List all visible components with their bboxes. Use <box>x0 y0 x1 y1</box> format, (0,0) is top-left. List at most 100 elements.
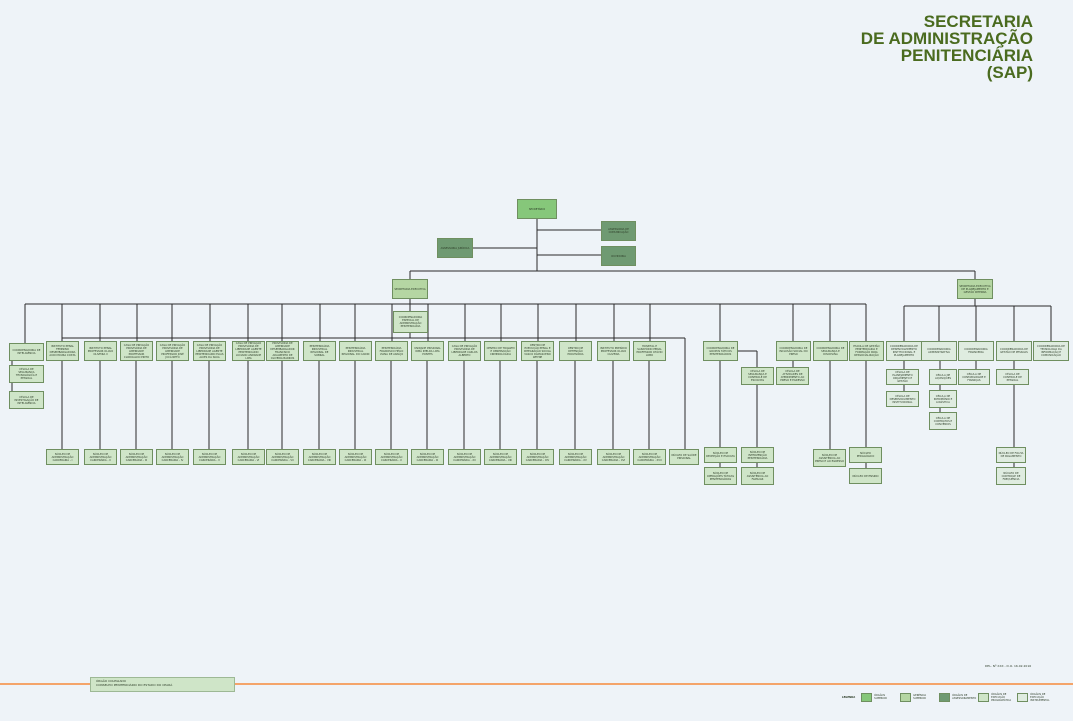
org-unit-n10[interactable]: NÚCLEO DE ADMINISTRAÇÃO CARCERÁRIA - X <box>375 449 408 465</box>
org-unit-cint1[interactable]: CÉLULA DE SEGURANÇA TECNOLÓGICA E PESSOA… <box>9 365 44 383</box>
legend-item: ÓRGÃOS DE EXECUÇÃO PROGRAMÁTICA <box>978 692 1013 702</box>
org-unit-u5[interactable]: CASA DE PRIVAÇÃO PROVISÓRIA DE LIBERDADE… <box>193 341 226 361</box>
legend-item: ÓRGÃOS DE EXECUÇÃO INSTRUMENTAL <box>1017 692 1052 702</box>
legend-swatch <box>978 692 990 702</box>
org-unit-es1[interactable]: NÚCLEO PEDAGÓGICO <box>849 447 882 463</box>
org-unit-u9[interactable]: PENITENCIÁRIA INDUSTRIAL REGIONAL DO CAR… <box>339 341 372 361</box>
org-unit-gt3[interactable]: NÚCLEO DE INTERVENÇÃO PENITENCIÁRIA <box>741 447 774 463</box>
org-unit-cinc[interactable]: COORDENADORIA DE INCLUSÃO SOCIAL DO PRES… <box>776 341 811 361</box>
legend-swatch <box>900 692 912 702</box>
legend-swatch <box>939 692 951 702</box>
org-unit-se1[interactable]: NÚCLEO DE ASSISTÊNCIA AO PRESO E AO EGRE… <box>813 449 846 467</box>
page-title: SECRETARIA DE ADMINISTRAÇÃO PENITENCIÁRI… <box>861 13 1033 81</box>
org-unit-u17[interactable]: HOSPITAL E SANATÓRIO PENAL PROFESSOR OTÁ… <box>633 341 666 361</box>
org-unit-u13[interactable]: CENTRO DE TRIAGEM E OBSERVAÇÃO CRIMINOLÓ… <box>484 341 517 361</box>
legend-label: GERÊNCIA SUPERIOR <box>913 694 927 700</box>
org-unit-sec[interactable]: SECRETÁRIO <box>517 199 557 219</box>
org-unit-n15[interactable]: NÚCLEO DE ADMINISTRAÇÃO CARCERÁRIA - XV <box>559 449 592 465</box>
org-unit-n8[interactable]: NÚCLEO DE ADMINISTRAÇÃO CARCERÁRIA - VII… <box>303 449 336 465</box>
org-unit-n2[interactable]: NÚCLEO DE ADMINISTRAÇÃO CARCERÁRIA - II <box>84 449 117 465</box>
org-unit-u4[interactable]: CASA DE PRIVAÇÃO PROVISÓRIA DE LIBERDADE… <box>156 341 189 361</box>
org-unit-esc[interactable]: ESCOLA DE GESTÃO PENITENCIÁRIA E FORMAÇÃ… <box>849 341 884 361</box>
org-unit-n18[interactable]: NÚCLEO DE SAÚDE PRISIONAL <box>669 449 699 465</box>
title-line-1: SECRETARIA <box>923 12 1033 31</box>
org-unit-sex[interactable]: SECRETARIA EXECUTIVA <box>392 279 428 299</box>
legend-label: ÓRGÃOS DE EXECUÇÃO PROGRAMÁTICA <box>991 692 1012 702</box>
legend-swatch <box>1017 692 1029 702</box>
org-unit-cadm1[interactable]: CÉLULA DE AQUISIÇÕES <box>929 369 957 385</box>
org-unit-u6[interactable]: CASA DE PRIVAÇÃO PROVISÓRIA DE LIBERDADE… <box>232 341 265 361</box>
org-unit-u15[interactable]: CENTRO DE DETENÇÃO PROVISÓRIA <box>559 341 592 361</box>
org-unit-assjur[interactable]: ASSESSORIA JURÍDICA <box>437 238 473 258</box>
org-unit-gt2[interactable]: NÚCLEO DE OPERAÇÕES TÁTICAS PENITENCIÁRI… <box>704 467 737 485</box>
org-unit-cintel[interactable]: COORDENADORIA DE INTELIGÊNCIA <box>9 343 44 361</box>
org-unit-pe1[interactable]: NÚCLEO DE FOLHA DE PAGAMENTO <box>996 447 1026 463</box>
org-unit-n11[interactable]: NÚCLEO DE ADMINISTRAÇÃO CARCERÁRIA - XI <box>411 449 444 465</box>
org-unit-cplan[interactable]: COORDENADORIA DE DESENVOLVIMENTO INSTITU… <box>886 341 922 361</box>
org-unit-gt1[interactable]: NÚCLEO DE RECEPÇÃO E ESCOLTA <box>704 447 737 463</box>
org-unit-cfin[interactable]: COORDENADORIA FINANCEIRA <box>958 341 994 361</box>
org-unit-cfin1[interactable]: CÉLULA DE CONTABILIDADE E FINANÇAS <box>958 369 990 385</box>
org-unit-cadm3[interactable]: CÉLULA DE CONTRATOS E CONVÊNIOS <box>929 412 957 430</box>
org-unit-n13[interactable]: NÚCLEO DE ADMINISTRAÇÃO CARCERÁRIA - XII… <box>484 449 517 465</box>
legal-reference: DEL. Nº XXX - D.O. 16.02.2016 <box>985 664 1032 668</box>
org-unit-cpes1[interactable]: CÉLULA DE CONTROLE DE PESSOAL <box>996 369 1029 385</box>
org-unit-cpes[interactable]: COORDENADORIA DE GESTÃO DE PESSOAS <box>996 341 1032 361</box>
org-unit-cinc1[interactable]: CÉLULA DE ATIVIDADES DE ATENDIMENTO AO P… <box>776 367 809 385</box>
legend: LEGENDA ÓRGÃOS SUPERIOR GERÊNCIA SUPERIO… <box>842 691 1056 703</box>
legend-item: ÓRGÃOS DE ASSESSORAMENTO <box>939 692 977 702</box>
org-unit-n4[interactable]: NÚCLEO DE ADMINISTRAÇÃO CARCERÁRIA - IV <box>156 449 189 465</box>
org-unit-es2[interactable]: NÚCLEO DE ENSINO <box>849 468 882 484</box>
org-unit-ouv[interactable]: OUVIDORIA <box>601 246 636 266</box>
org-unit-cplan1[interactable]: CÉLULA DE PLANEJAMENTO ORÇAMENTO E GESTÃ… <box>886 369 919 385</box>
org-unit-u11[interactable]: UNIDADE PRISIONAL IRMÃ IMELDA LIMA PONTE… <box>411 341 444 361</box>
org-unit-u7[interactable]: CASA DE PRIVAÇÃO PROVISÓRIA DE LIBERDADE… <box>266 341 299 361</box>
org-unit-cgrupo[interactable]: COORDENADORIA DE GRUPOS TÁTICOS PENITENC… <box>703 341 738 361</box>
org-unit-gt4[interactable]: NÚCLEO DE ASSISTÊNCIA AO FAMILIAR <box>741 467 774 485</box>
legend-label: ÓRGÃOS SUPERIOR <box>874 694 887 700</box>
legend-label: ÓRGÃOS DE ASSESSORAMENTO <box>952 694 977 700</box>
legend-label: ÓRGÃOS DE EXECUÇÃO INSTRUMENTAL <box>1030 692 1050 702</box>
org-unit-cgr1[interactable]: CÉLULA DE SEGURANÇA E CONTROLE DE ESCOLT… <box>741 367 774 385</box>
org-unit-cplan2[interactable]: CÉLULA DE DESENVOLVIMENTO INSTITUCIONAL <box>886 391 919 407</box>
org-unit-u2[interactable]: INSTITUTO PENAL PROFESSOR OLAVO OLIVEIRA… <box>84 341 117 361</box>
org-unit-u1[interactable]: INSTITUTO PENAL FEMININO DESEMBARGADORA … <box>46 341 79 361</box>
title-line-3: PENITENCIÁRIA <box>900 46 1033 65</box>
colegiado-name: CONSELHO PENITENCIÁRIO DO ESTADO DO CEAR… <box>96 683 173 687</box>
org-unit-u14[interactable]: CENTRO DE EXECUÇÃO PENAL E INTEGRAÇÃO SO… <box>521 341 554 361</box>
footer-divider <box>0 683 1073 685</box>
org-unit-n3[interactable]: NÚCLEO DE ADMINISTRAÇÃO CARCERÁRIA - III <box>120 449 153 465</box>
org-unit-n6[interactable]: NÚCLEO DE ADMINISTRAÇÃO CARCERÁRIA - VI <box>232 449 265 465</box>
org-unit-u12[interactable]: CASA DE PRIVAÇÃO PROVISÓRIA DE LIBERDADE… <box>448 341 481 361</box>
colegiado-title: ÓRGÃO COLEGIADO <box>96 679 127 683</box>
org-unit-cesp[interactable]: COORDENADORIA ESPECIAL DE ADMINISTRAÇÃO … <box>393 311 428 333</box>
org-unit-n7[interactable]: NÚCLEO DE ADMINISTRAÇÃO CARCERÁRIA - VII <box>266 449 299 465</box>
org-unit-u16[interactable]: INSTITUTO PRESÍDIO PROFESSOR OLAVO OLIVE… <box>597 341 630 361</box>
colegiado-box[interactable]: ÓRGÃO COLEGIADO CONSELHO PENITENCIÁRIO D… <box>90 677 235 692</box>
org-unit-n17[interactable]: NÚCLEO DE ADMINISTRAÇÃO CARCERÁRIA - XVI… <box>633 449 666 465</box>
org-unit-u8[interactable]: PENITENCIÁRIA INDUSTRIAL REGIONAL DE SOB… <box>303 341 336 361</box>
org-unit-sexp[interactable]: SECRETARIA EXECUTIVA DE PLANEJAMENTO E G… <box>957 279 993 299</box>
org-unit-n14[interactable]: NÚCLEO DE ADMINISTRAÇÃO CARCERÁRIA - XIV <box>521 449 554 465</box>
org-unit-asscom[interactable]: ASSESSORIA DE COMUNICAÇÃO <box>601 221 636 241</box>
org-unit-u10[interactable]: PENITENCIÁRIA FRANCISCO HÉLIO VIANA DE A… <box>375 341 408 361</box>
legend-title: LEGENDA <box>842 695 856 699</box>
org-unit-u3[interactable]: CASA DE PRIVAÇÃO PROVISÓRIA DE LIBERDADE… <box>120 341 153 361</box>
org-unit-cse[interactable]: COORDENADORIA DE SEGURANÇA E DISCIPLINA <box>813 341 848 361</box>
legend-item: GERÊNCIA SUPERIOR <box>900 692 935 702</box>
title-line-4: (SAP) <box>986 63 1033 82</box>
org-unit-n12[interactable]: NÚCLEO DE ADMINISTRAÇÃO CARCERÁRIA - XII <box>448 449 481 465</box>
org-unit-cadm[interactable]: COORDENADORIA ADMINISTRATIVA <box>921 341 957 361</box>
title-line-2: DE ADMINISTRAÇÃO <box>860 29 1033 48</box>
org-unit-n16[interactable]: NÚCLEO DE ADMINISTRAÇÃO CARCERÁRIA - XVI <box>597 449 630 465</box>
org-unit-cadm2[interactable]: CÉLULA DE PATRIMÔNIO E LOGÍSTICA <box>929 390 957 408</box>
org-unit-n1[interactable]: NÚCLEO DE ADMINISTRAÇÃO CARCERÁRIA - I <box>46 449 79 465</box>
org-unit-n9[interactable]: NÚCLEO DE ADMINISTRAÇÃO CARCERÁRIA - IX <box>339 449 372 465</box>
legend-item: ÓRGÃOS SUPERIOR <box>861 692 896 702</box>
org-unit-cint2[interactable]: CÉLULA DE INVESTIGAÇÃO DE INTELIGÊNCIA <box>9 391 44 409</box>
org-unit-pe2[interactable]: NÚCLEO DE CONTROLE DE FREQUÊNCIA <box>996 467 1026 485</box>
org-unit-cti[interactable]: COORDENADORIA DE TECNOLOGIA DA INFORMAÇÃ… <box>1033 341 1069 361</box>
legend-swatch <box>861 692 873 702</box>
org-unit-n5[interactable]: NÚCLEO DE ADMINISTRAÇÃO CARCERÁRIA - V <box>193 449 226 465</box>
